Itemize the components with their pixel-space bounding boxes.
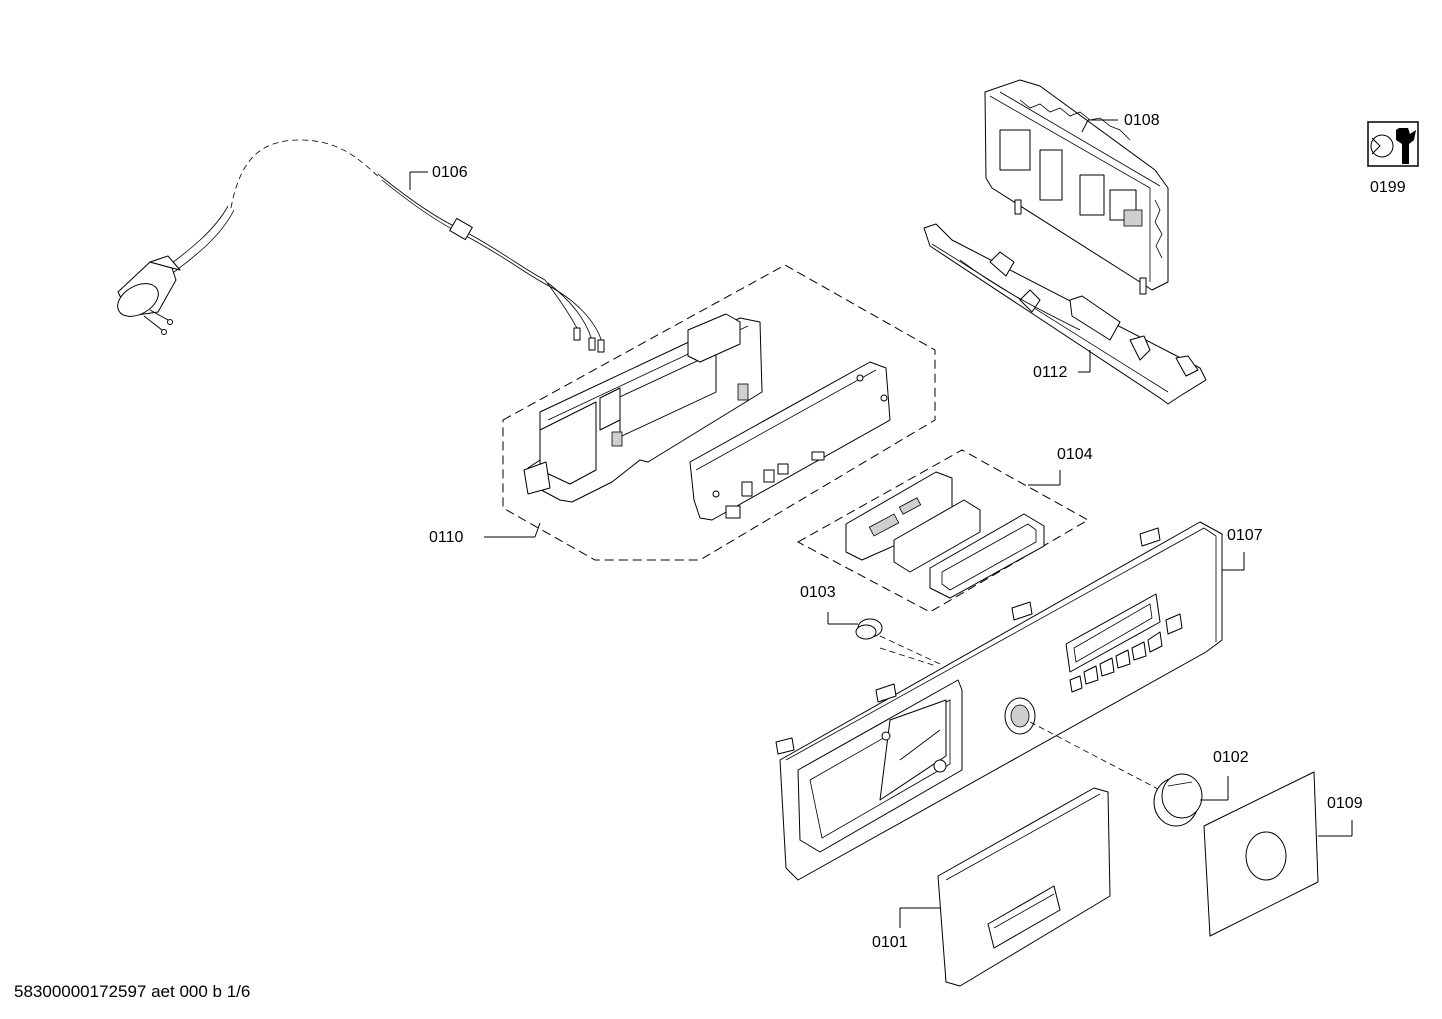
part-label-0107: 0107 xyxy=(1227,527,1263,544)
control-panel-fascia xyxy=(775,521,1223,881)
tools-icon xyxy=(1367,121,1419,167)
part-label-0106: 0106 xyxy=(432,164,468,181)
part-label-0102: 0102 xyxy=(1213,749,1249,766)
document-id-footer: 58300000172597 aet 000 b 1/6 xyxy=(14,982,251,1001)
part-label-0104: 0104 xyxy=(1057,446,1093,463)
part-label-0199: 0199 xyxy=(1370,179,1406,196)
small-button-cap xyxy=(855,618,883,640)
display-module xyxy=(845,471,1045,599)
pcb-frame xyxy=(523,313,763,503)
part-label-0112: 0112 xyxy=(1033,364,1068,381)
part-label-0101: 0101 xyxy=(872,934,908,951)
drawer-handle-cover xyxy=(937,787,1111,987)
knob-trim-plate xyxy=(1203,771,1319,937)
control-module xyxy=(984,79,1169,295)
part-label-0103: 0103 xyxy=(800,584,836,601)
display-bracket xyxy=(923,223,1207,405)
part-label-0110: 0110 xyxy=(429,529,464,546)
part-label-0109: 0109 xyxy=(1327,795,1363,812)
part-label-0108: 0108 xyxy=(1124,112,1160,129)
pcb-board xyxy=(689,361,891,521)
program-knob xyxy=(1153,773,1203,827)
power-cord xyxy=(117,139,605,353)
